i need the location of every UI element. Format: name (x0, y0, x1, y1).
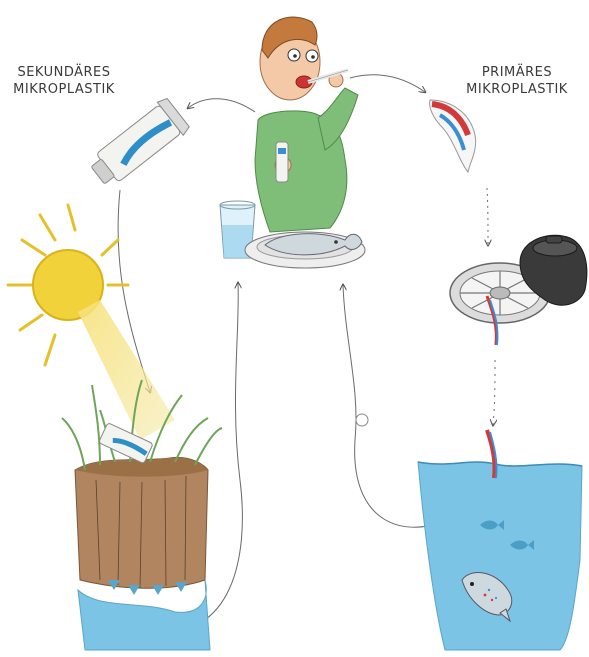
toothpaste-tube-icon (85, 96, 191, 192)
person-brushing-teeth-icon (255, 17, 358, 232)
sun-beam (78, 300, 175, 440)
toothpaste-ribbon-icon (430, 100, 476, 172)
fish-plate-icon (245, 232, 365, 268)
arrow-person-to-ribbon (350, 75, 425, 92)
arrow-drain-to-ocean (493, 360, 495, 425)
arrow-person-to-tube (188, 99, 255, 112)
arrow-ribbon-to-drain (487, 188, 488, 245)
ocean-water-icon (418, 430, 582, 650)
